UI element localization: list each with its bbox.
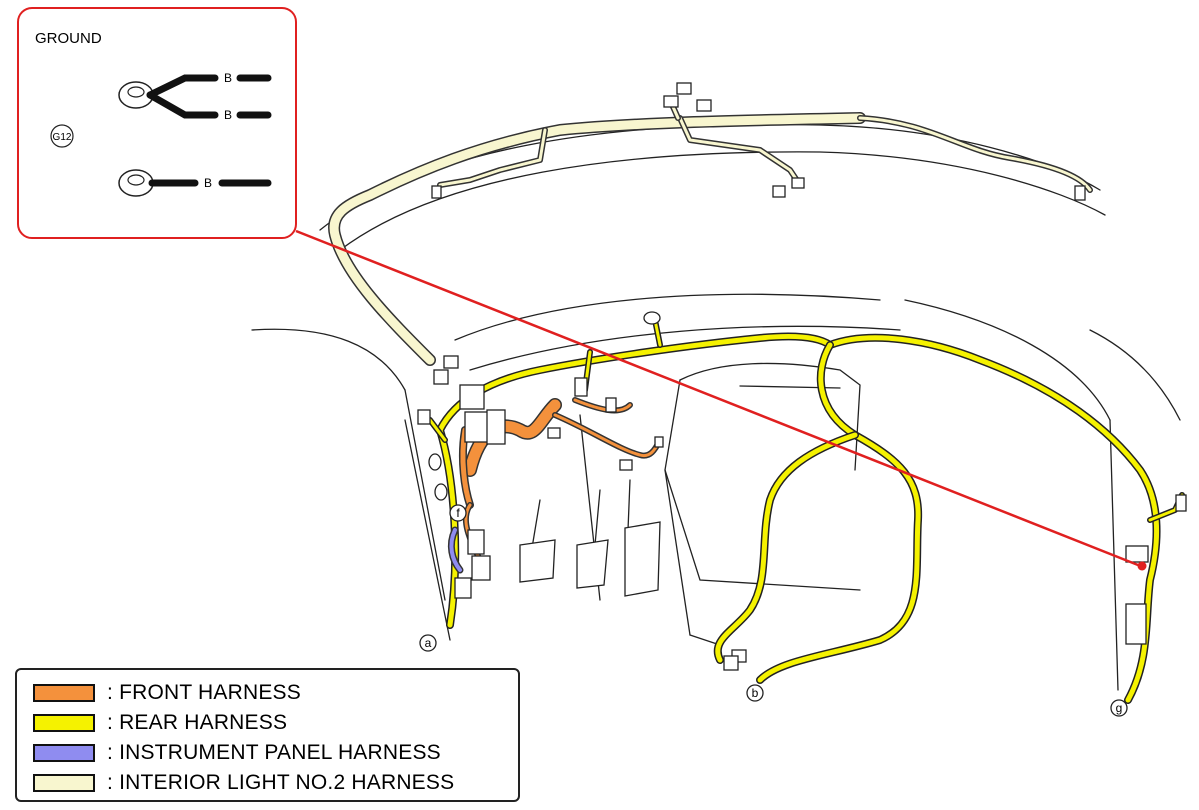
legend-swatch-rear <box>33 714 95 732</box>
connector-blocks <box>417 82 1187 671</box>
instrument-panel-harness <box>447 526 464 574</box>
callout-line <box>295 229 1147 571</box>
legend-item-front-harness: : FRONT HARNESS <box>33 678 518 708</box>
ground-badge <box>50 124 74 148</box>
ground-terminal-single: B <box>118 169 272 197</box>
legend-item-interior-light-harness: : INTERIOR LIGHT NO.2 HARNESS <box>33 768 518 798</box>
ground-inset: GROUND G12 B B B <box>17 7 297 239</box>
ground-point-marker <box>1137 561 1147 571</box>
svg-text:g: g <box>1116 701 1123 715</box>
legend-item-instrument-panel-harness: : INSTRUMENT PANEL HARNESS <box>33 738 518 768</box>
svg-text:B: B <box>224 71 232 85</box>
legend-swatch-interior-light <box>33 774 95 792</box>
connector-label-f: f <box>449 504 467 522</box>
legend-label-rear: : REAR HARNESS <box>107 711 288 734</box>
svg-text:b: b <box>752 686 759 700</box>
inset-title: GROUND <box>35 30 102 47</box>
ground-terminal-double: B B <box>118 71 272 122</box>
legend-label-instrument-panel: : INSTRUMENT PANEL HARNESS <box>107 741 441 764</box>
svg-text:a: a <box>425 636 432 650</box>
svg-text:B: B <box>224 108 232 122</box>
pedals <box>519 521 661 597</box>
legend-item-rear-harness: : REAR HARNESS <box>33 708 518 738</box>
connector-label-a: a <box>419 634 437 652</box>
legend-swatch-instrument-panel <box>33 744 95 762</box>
svg-text:B: B <box>204 176 212 190</box>
connector-label-g: g <box>1110 699 1128 717</box>
vehicle-outline <box>251 123 1181 691</box>
front-harness <box>458 397 663 563</box>
legend: : FRONT HARNESS : REAR HARNESS : INSTRUM… <box>15 668 520 802</box>
grommets <box>428 311 661 501</box>
svg-text:f: f <box>456 506 460 520</box>
rear-harness <box>427 317 1185 704</box>
svg-text:G12: G12 <box>53 132 72 143</box>
legend-swatch-front <box>33 684 95 702</box>
interior-light-harness <box>328 97 1093 366</box>
connector-label-b: b <box>746 684 764 702</box>
legend-label-front: : FRONT HARNESS <box>107 681 301 704</box>
legend-label-interior-light: : INTERIOR LIGHT NO.2 HARNESS <box>107 771 455 794</box>
